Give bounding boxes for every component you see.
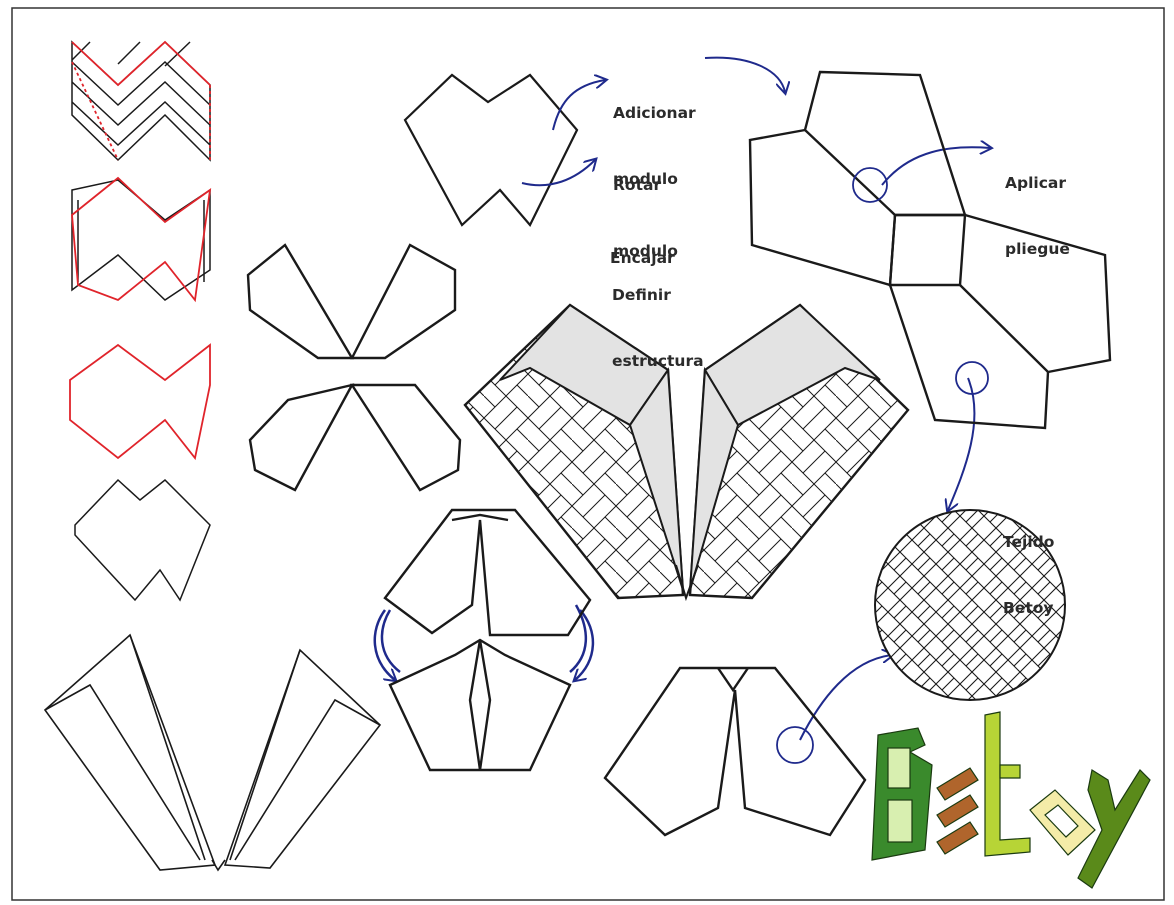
fold-marker-1: [852, 167, 888, 203]
module-pair: [383, 508, 592, 772]
woven-circle: [874, 509, 1066, 701]
black-module: [74, 478, 211, 602]
label-tejido-betoy: Tejido Betoy: [1003, 533, 1055, 617]
butterfly-module: [246, 243, 462, 492]
label-aplicar-pliegue: Aplicar pliegue: [1005, 174, 1070, 258]
weave-red-outline: [71, 40, 211, 161]
fold-marker-2: [955, 361, 989, 395]
weave-strips-module: [71, 40, 211, 162]
frame-border: [11, 7, 1165, 901]
strip-module-2-red: [71, 176, 212, 303]
detail-marker: [776, 726, 814, 764]
process-arrows: [521, 56, 990, 741]
module-bottom-right: [603, 666, 867, 837]
betoy-logo: [871, 711, 1151, 889]
woven-structure: [463, 303, 910, 602]
curved-swap-arrows: [373, 604, 595, 680]
label-encajar: Encajar: [610, 249, 675, 267]
label-definir-estructura: Definir estructura: [612, 286, 704, 370]
fold-pattern: [748, 70, 1112, 430]
label-adicionar-modulo: Adicionar modulo: [613, 104, 696, 188]
base-module: [403, 73, 579, 227]
label-rotar-modulo: Rotar modulo: [613, 176, 678, 260]
folded-wings-left: [43, 633, 382, 872]
red-module: [69, 343, 211, 461]
